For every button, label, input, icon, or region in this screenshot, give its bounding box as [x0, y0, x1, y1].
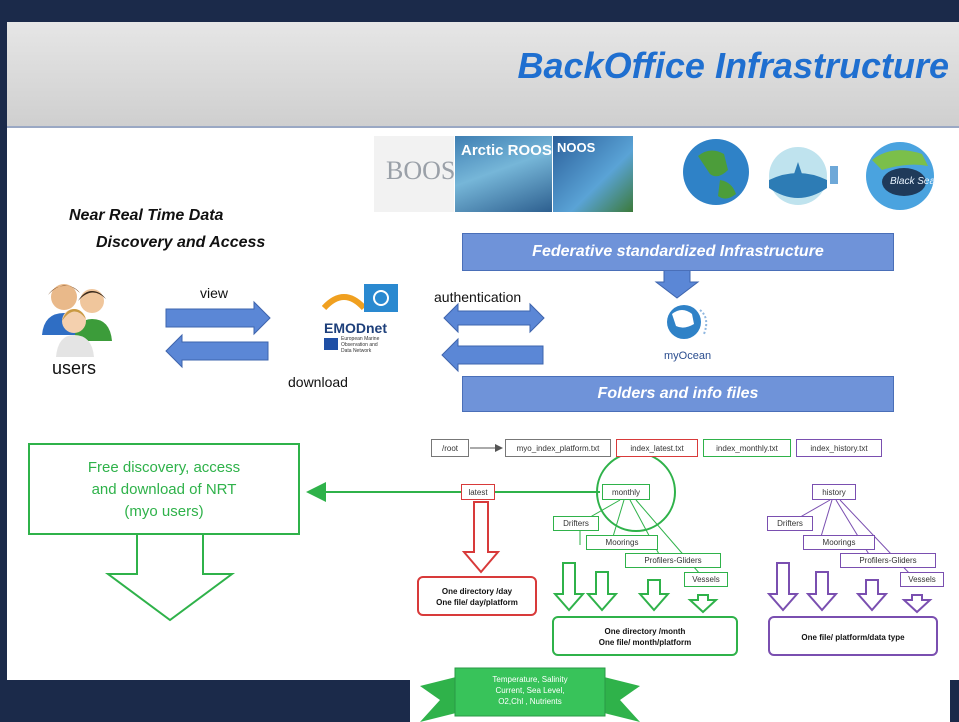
monthly-drifters-label: Drifters [563, 519, 589, 528]
banner-line-3: O2,Chl , Nutrients [498, 697, 562, 706]
boos-logo-text: BOOS [386, 156, 454, 185]
title-bar: BackOffice Infrastructure [0, 0, 959, 128]
root-file-label: /root [441, 443, 458, 453]
federative-label: Federative standardized Infrastructure [532, 243, 824, 260]
black-sea-goos-icon [866, 142, 934, 210]
history-vessels-node: Vessels [900, 572, 944, 587]
history-moorings-label: Moorings [822, 538, 856, 547]
globe-logos [683, 139, 838, 205]
monthly-vessels-node: Vessels [684, 572, 728, 587]
root-file: /root [431, 439, 469, 457]
latest-node: latest [461, 484, 495, 500]
emodnet-subtitle-3: Data Network [341, 348, 372, 354]
black-sea-text: Black Sea [890, 176, 936, 187]
monthly-result-line-2: One file/ month/platform [598, 638, 692, 647]
federative-box: Federative standardized Infrastructure [462, 233, 894, 271]
boos-logo: BOOS [374, 136, 454, 212]
history-profilers-label: Profilers-Gliders [859, 556, 917, 565]
nrt-heading-line2: Discovery and Access [96, 234, 266, 251]
nrt-heading-line1: Near Real Time Data [69, 207, 224, 224]
download-label: download [288, 374, 348, 390]
free-line-2: and download of NRT [91, 481, 237, 498]
monthly-node: monthly [602, 484, 650, 500]
history-node-label: history [822, 487, 846, 497]
history-drifters-label: Drifters [777, 519, 803, 528]
history-drifters-node: Drifters [767, 516, 813, 531]
banner-line-1: Temperature, Salinity [492, 675, 568, 684]
latest-result-box: One directory /day One file/ day/platfor… [417, 576, 537, 616]
monthly-result-line-1: One directory /month [604, 627, 686, 636]
emodnet-logo: EMODnet European Marine Observation and … [322, 278, 402, 358]
arctic-roos-logo: Arctic ROOS [455, 136, 552, 212]
view-label: view [200, 285, 229, 301]
history-result-line-1: One file/ platform/data type [801, 633, 905, 642]
platform-index-file: myo_index_platform.txt [505, 439, 611, 457]
monthly-profilers-node: Profilers-Gliders [625, 553, 721, 568]
black-sea-goos-logo: Black Sea [852, 136, 959, 212]
monthly-result-box: One directory /month One file/ month/pla… [552, 616, 738, 656]
monthly-drifters-node: Drifters [553, 516, 599, 531]
banner-line-2: Current, Sea Level, [495, 686, 565, 695]
latest-result-line-1: One directory /day [441, 587, 513, 596]
authentication-label: authentication [434, 289, 522, 305]
latest-index-label: index_latest.txt [630, 443, 684, 453]
users-icon [42, 284, 112, 357]
banner-text: Temperature, Salinity Current, Sea Level… [455, 674, 605, 707]
folders-box: Folders and info files [462, 376, 894, 412]
free-discovery-box: Free discovery, access and download of N… [28, 443, 300, 535]
history-result-box: One file/ platform/data type [768, 616, 938, 656]
eu-flag-icon [324, 338, 338, 350]
monthly-moorings-label: Moorings [605, 538, 639, 547]
monthly-index-label: index_monthly.txt [716, 443, 778, 453]
noos-logo: NOOS [553, 136, 633, 212]
free-line-1: Free discovery, access [87, 459, 241, 476]
arctic-roos-text: Arctic ROOS [461, 142, 552, 159]
myocean-logo-icon [667, 305, 708, 339]
users-label: users [52, 358, 97, 378]
latest-index-file: index_latest.txt [616, 439, 698, 457]
emodnet-name: EMODnet [324, 320, 387, 336]
latest-result-line-2: One file/ day/platform [436, 598, 518, 607]
platform-index-label: myo_index_platform.txt [516, 443, 600, 453]
myocean-label: myOcean [664, 350, 712, 362]
history-index-file: index_history.txt [796, 439, 882, 457]
monthly-index-file: index_monthly.txt [703, 439, 791, 457]
history-moorings-node: Moorings [803, 535, 875, 550]
page-title: BackOffice Infrastructure [517, 45, 950, 86]
monthly-node-label: monthly [611, 487, 640, 497]
history-vessels-label: Vessels [908, 575, 936, 584]
monthly-vessels-label: Vessels [692, 575, 720, 584]
free-line-3: (myo users) [124, 503, 204, 520]
emodnet-subtitle-1: European Marine [341, 336, 380, 342]
history-profilers-node: Profilers-Gliders [840, 553, 936, 568]
history-index-label: index_history.txt [810, 443, 868, 453]
monthly-profilers-label: Profilers-Gliders [644, 556, 702, 565]
noos-text: NOOS [557, 140, 596, 155]
monthly-moorings-node: Moorings [586, 535, 658, 550]
emodnet-icon [322, 278, 402, 320]
history-node: history [812, 484, 856, 500]
folders-label: Folders and info files [597, 385, 759, 402]
emodnet-subtitle-2: Observation and [341, 342, 378, 348]
latest-node-label: latest [468, 487, 488, 497]
